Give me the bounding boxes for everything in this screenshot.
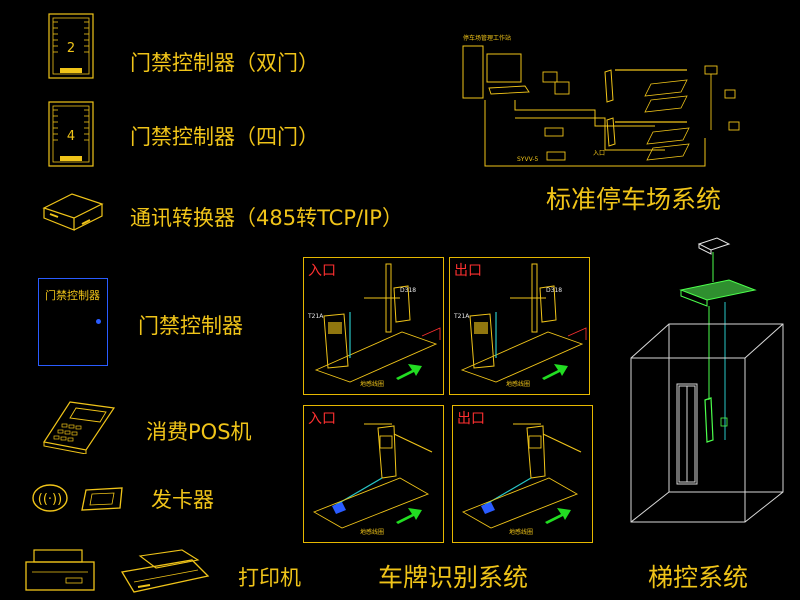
panel-ground: 地感线圈 [360, 380, 384, 388]
double-digit: 2 [67, 41, 75, 56]
parking-station-label: 停车场管理工作站 [463, 34, 511, 42]
door-controller-quad-icon: 4 [48, 101, 94, 167]
legend-label-printer: 打印机 [238, 566, 301, 590]
plate-panel-exit-top: 出口 D318 T21A 地感线圈 [449, 257, 590, 395]
elevator-system-diagram [630, 237, 784, 523]
legend-label-quad: 门禁控制器（四门） [130, 125, 319, 149]
parking-entry-label: 入口 [593, 150, 605, 157]
parking-system-diagram: 停车场管理工作站 入口 SYVV-5 [462, 34, 740, 167]
panel-ground: 地感线圈 [509, 528, 533, 536]
legend-label-pos: 消费POS机 [146, 420, 252, 444]
quad-digit: 4 [67, 129, 75, 144]
parking-system-title: 标准停车场系统 [546, 185, 722, 214]
panel-pole: T21A [453, 313, 470, 320]
legend-label-double: 门禁控制器（双门） [130, 51, 319, 75]
panel-tag: 出口 [454, 263, 482, 279]
access-controller-box-icon: 门禁控制器 [38, 278, 108, 366]
legend-label-issuer: 发卡器 [151, 488, 214, 512]
controller-box-text: 门禁控制器 [45, 289, 100, 302]
converter-icon [42, 193, 104, 231]
panel-pole: T21A [307, 313, 324, 320]
legend-label-converter: 通讯转换器（485转TCP/IP） [130, 206, 403, 230]
parking-cable-label: SYVV-5 [517, 156, 538, 163]
panel-ground: 地感线圈 [506, 380, 530, 388]
printer-icon [25, 549, 210, 593]
card-issuer-icon: ((·)) [32, 484, 123, 512]
legend-label-controller: 门禁控制器 [138, 314, 243, 338]
plate-system-title: 车牌识别系统 [378, 563, 529, 592]
plate-panel-entry-bottom: 入口 地感线圈 [303, 405, 444, 543]
pos-terminal-icon [43, 401, 116, 454]
panel-tag: 入口 [308, 263, 336, 279]
plate-panel-exit-bottom: 出口 地感线圈 [452, 405, 593, 543]
plate-panel-entry-top: 入口 D318 T21A 地感线圈 [303, 257, 444, 395]
svg-text:((·)): ((·)) [38, 492, 62, 507]
panel-tag: 入口 [308, 411, 336, 427]
panel-device: D318 [400, 287, 416, 294]
door-controller-double-icon: 2 [48, 13, 94, 79]
panel-tag: 出口 [457, 411, 485, 427]
panel-ground: 地感线圈 [360, 528, 384, 536]
panel-device: D318 [546, 287, 562, 294]
elevator-system-title: 梯控系统 [648, 563, 749, 592]
